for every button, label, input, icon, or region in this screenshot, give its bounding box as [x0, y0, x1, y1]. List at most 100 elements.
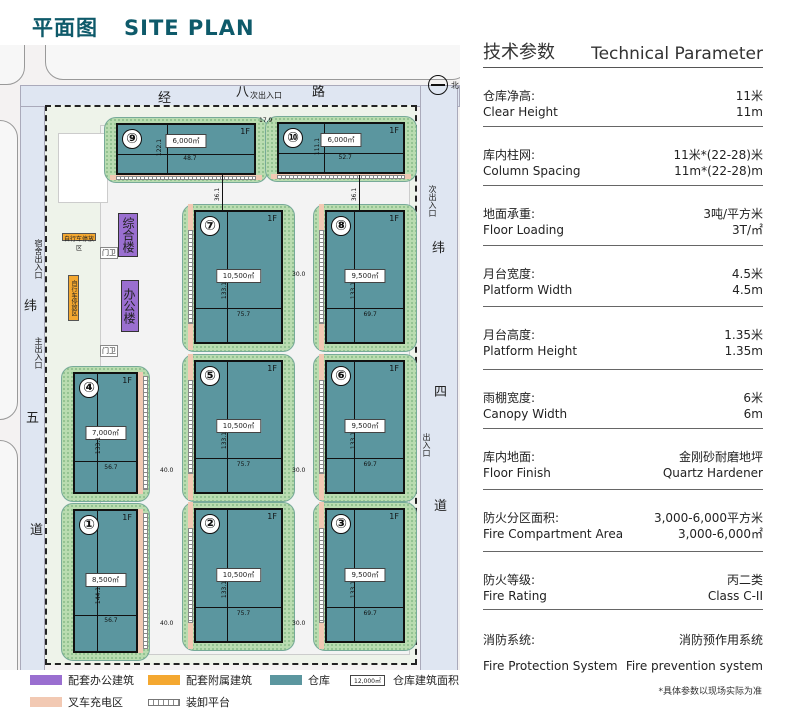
legend-platform: 装卸平台 [148, 694, 230, 710]
building-width: 69.7 [363, 609, 377, 617]
parameter-value-cn: 11米 [735, 89, 763, 103]
entrance-label-main: 主出入口 [34, 337, 43, 369]
distance-label: 40.0 [160, 620, 174, 627]
legend-ancillary: 配套附属建筑 [148, 672, 252, 688]
building-width: 56.7 [104, 617, 118, 625]
parameter-value-en: 4.5m [732, 283, 763, 297]
gate-house: 门卫 [100, 345, 118, 357]
building-area: 8,500㎡ [84, 572, 127, 587]
building-height: 133.1 [350, 432, 358, 450]
parameter-value-cn: 丙二类 [726, 573, 763, 587]
entrance-label-dorm: 宿舍出入口 [34, 239, 43, 279]
road-name-char: 四 [434, 385, 448, 400]
footnote: *具体参数以现场实际为准 [658, 687, 762, 697]
warehouse-2[interactable]: ② 1F 10,500㎡ 75.7 133.1 [194, 508, 283, 643]
parameter-name-cn: 消防系统: [483, 633, 536, 647]
legend-label: 叉车充电区 [68, 696, 123, 709]
city-block [0, 440, 18, 670]
road-name-char: 道 [30, 523, 44, 538]
city-block [45, 45, 460, 80]
warehouse-6[interactable]: ⑥ 1F 9,500㎡ 69.7 133.1 [325, 360, 405, 494]
warehouse-3[interactable]: ③ 1F 9,500㎡ 69.7 133.1 [325, 508, 405, 643]
parameter-row: 防火分区面积:Fire Compartment Area 3,000-6,000… [483, 490, 763, 552]
dimension-line [75, 614, 136, 616]
building-width: 56.7 [104, 463, 118, 471]
distance-label: 36.1 [214, 187, 222, 202]
loading-platform [319, 528, 324, 623]
loading-platform [319, 380, 324, 474]
warehouse-4[interactable]: ④ 1F 7,000㎡ 56.7 133.1 [73, 372, 138, 494]
loading-platform [188, 528, 193, 623]
building-height: 133.1 [221, 580, 229, 599]
parameter-value-cn: 3,000-6,000平方米 [653, 511, 763, 525]
building-number: ③ [331, 514, 351, 534]
dimension-line [196, 458, 281, 460]
bike-parking: 自行车停放区 [68, 275, 79, 321]
parameter-name-en: Clear Height [483, 105, 558, 119]
dimension-line [75, 461, 136, 463]
legend-swatch [148, 675, 180, 685]
title-en: SITE PLAN [124, 16, 255, 40]
building-area: 6,000㎡ [165, 133, 207, 148]
parameter-name-en: Fire Compartment Area [483, 527, 624, 541]
warehouse-1[interactable]: ① 1F 8,500㎡ 56.7 144.1 [73, 509, 138, 653]
distance-label: 40.0 [160, 467, 174, 474]
distance-label: 30.0 [292, 620, 306, 627]
parameter-name-cn: 地面承重: [483, 207, 536, 221]
legend-label: 配套办公建筑 [68, 674, 134, 687]
building-width: 48.7 [183, 154, 197, 162]
parameter-name-en: Floor Loading [483, 223, 565, 237]
warehouse-5[interactable]: ⑤ 1F 10,500㎡ 75.7 133.1 [194, 360, 283, 494]
building-number: ⑤ [200, 366, 220, 386]
road-name-char: 纬 [24, 299, 38, 314]
entrance-label-east: 次出入口 [428, 185, 437, 217]
building-area: 10,500㎡ [215, 419, 262, 434]
parameter-value-cn: 4.5米 [731, 267, 763, 281]
parameter-value-en: 6m [743, 407, 763, 421]
parameter-name-en: Column Spacing [483, 164, 581, 178]
parameter-value-cn: 3吨/平方米 [703, 207, 763, 221]
warehouse-8[interactable]: ⑧ 1F 9,500㎡ 69.7 133.1 [325, 210, 405, 344]
legend-label: 仓库 [308, 674, 330, 687]
parameter-name-cn: 雨棚宽度: [483, 391, 536, 405]
floor-label: 1F [122, 513, 132, 522]
floor-label: 1F [389, 126, 399, 135]
road-name-char: 纬 [432, 241, 446, 256]
dimension-line [196, 308, 281, 310]
title-cn: 平面图 [32, 16, 98, 40]
floor-label: 1F [122, 376, 132, 385]
road-name-char: 路 [312, 85, 326, 100]
building-area: 10,500㎡ [215, 567, 262, 582]
building-number: ⑧ [331, 216, 351, 236]
building-height: 111.1 [313, 138, 321, 156]
parameter-name-cn: 仓库净高: [483, 89, 536, 103]
distance-label: 36.1 [351, 187, 359, 202]
building-height: 133.1 [221, 432, 229, 450]
building-width: 75.7 [236, 609, 251, 617]
warehouse-10[interactable]: ⑩ 1F 6,000㎡ 52.7 111.1 [277, 122, 405, 174]
parameter-value-cn: 11米*(22-28)米 [673, 148, 763, 162]
warehouse-7[interactable]: ⑦ 1F 10,500㎡ 75.7 133.1 [194, 210, 283, 344]
warehouse-9[interactable]: ⑨ 1F 6,000㎡ 48.7 122.1 [116, 123, 256, 175]
building-number: ⑦ [200, 216, 220, 236]
floor-label: 1F [240, 127, 250, 136]
loading-platform [143, 376, 148, 490]
parameter-value-en: Fire prevention system [625, 659, 763, 673]
parameter-value-cn: 1.35米 [724, 328, 763, 342]
loading-platform [116, 176, 256, 180]
site-plan-map: 北 经 八 路 纬 五 道 纬 四 道 次出入口 次出入口 出入口 宿舍出入口 … [0, 45, 460, 670]
building-number: ⑩ [283, 128, 303, 148]
parameter-value-cn: 金刚砂耐磨地坪 [678, 450, 763, 464]
dimension-line [118, 153, 254, 155]
building-area: 9,500㎡ [344, 419, 386, 434]
road-name-char: 经 [158, 91, 172, 106]
legend-label: 装卸平台 [186, 696, 230, 709]
